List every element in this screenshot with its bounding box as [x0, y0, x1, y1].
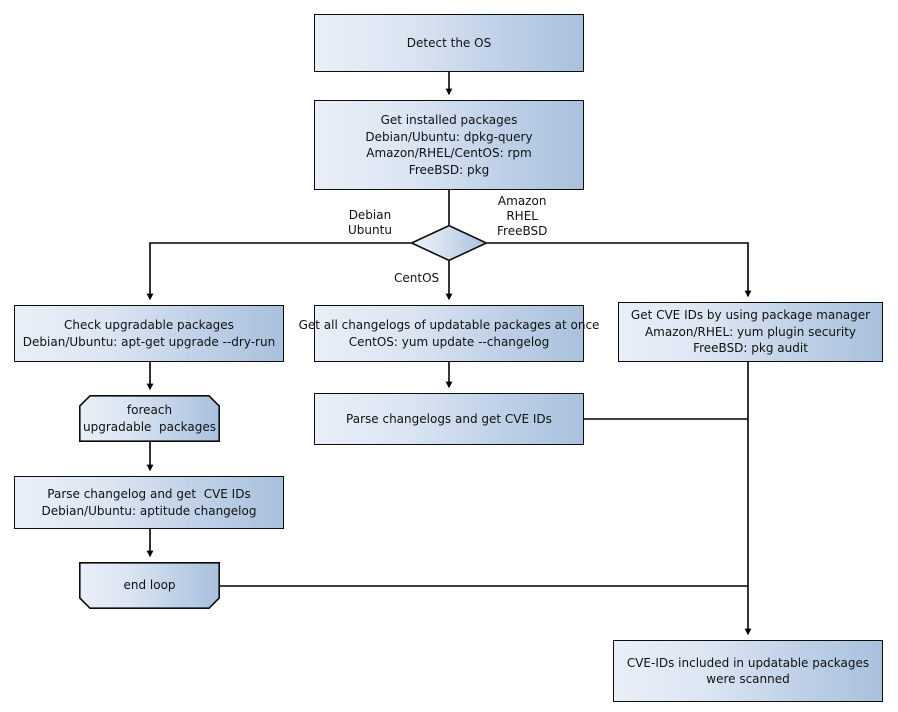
- node-foreach-loop-start[interactable]: foreach upgradable packages: [79, 395, 220, 442]
- node-parse-changelogs-centos[interactable]: Parse changelogs and get CVE IDs: [314, 393, 584, 445]
- node-get-all-changelogs-label: Get all changelogs of updatable packages…: [298, 318, 600, 349]
- edge-label-centos: CentOS: [394, 271, 440, 285]
- node-get-installed-packages[interactable]: Get installed packages Debian/Ubuntu: dp…: [314, 100, 584, 190]
- node-check-upgradable-packages[interactable]: Check upgradable packages Debian/Ubuntu:…: [14, 305, 284, 362]
- node-get-cve-ids-pkg-manager-label: Get CVE IDs by using package manager Ama…: [630, 308, 871, 356]
- node-check-upgradable-packages-label: Check upgradable packages Debian/Ubuntu:…: [22, 318, 276, 349]
- node-end-loop-label: end loop: [123, 578, 176, 593]
- node-os-decision[interactable]: [409, 223, 489, 263]
- os-decision-diamond-shape: [409, 224, 489, 262]
- node-foreach-loop-start-label: foreach upgradable packages: [83, 403, 216, 434]
- node-end-loop[interactable]: end loop: [79, 562, 220, 609]
- edge-label-amazon-rhel-freebsd: Amazon RHEL FreeBSD: [497, 194, 548, 238]
- node-cve-ids-scanned[interactable]: CVE-IDs included in updatable packages w…: [613, 640, 883, 702]
- edge-decision-to-check-upgradable: [146, 242, 411, 301]
- node-get-installed-packages-label: Get installed packages Debian/Ubuntu: dp…: [365, 113, 533, 177]
- node-parse-changelog-debian[interactable]: Parse changelog and get CVE IDs Debian/U…: [14, 476, 284, 529]
- node-cve-ids-scanned-label: CVE-IDs included in updatable packages w…: [626, 655, 870, 687]
- node-detect-os[interactable]: Detect the OS: [314, 14, 584, 72]
- node-detect-os-label: Detect the OS: [406, 35, 492, 50]
- node-get-cve-ids-pkg-manager[interactable]: Get CVE IDs by using package manager Ama…: [618, 302, 883, 362]
- node-parse-changelog-debian-label: Parse changelog and get CVE IDs Debian/U…: [41, 487, 257, 518]
- end-loop-shape: [79, 562, 220, 609]
- node-get-all-changelogs[interactable]: Get all changelogs of updatable packages…: [299, 305, 599, 362]
- node-parse-changelogs-centos-label: Parse changelogs and get CVE IDs: [346, 411, 552, 426]
- edge-label-debian-ubuntu: Debian Ubuntu: [348, 208, 392, 237]
- foreach-loop-shape: [79, 395, 220, 442]
- edge-decision-to-cve-pkg-manager: [487, 242, 752, 298]
